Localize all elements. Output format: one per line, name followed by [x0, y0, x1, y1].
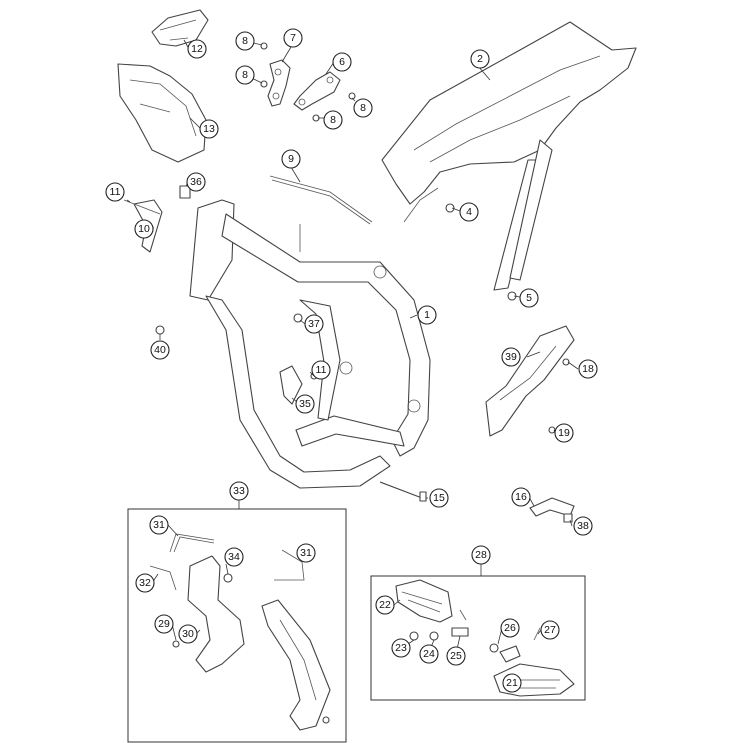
callout-24: 24 — [419, 644, 439, 664]
callout-label: 19 — [558, 427, 570, 439]
callout-label: 40 — [154, 344, 166, 356]
callout-label: 31 — [300, 547, 312, 559]
callout-label: 12 — [191, 43, 203, 55]
callout-label: 33 — [233, 485, 245, 497]
callout-11: 11 — [105, 182, 125, 202]
callout-label: 5 — [526, 292, 532, 304]
callout-label: 29 — [158, 618, 170, 630]
callout-label: 15 — [433, 492, 445, 504]
callout-32: 32 — [135, 573, 155, 593]
callout-label: 21 — [506, 677, 518, 689]
callout-7: 7 — [283, 28, 303, 48]
callout-11: 11 — [311, 360, 331, 380]
callout-8: 8 — [353, 98, 373, 118]
callout-27: 27 — [540, 620, 560, 640]
callout-1: 1 — [417, 305, 437, 325]
part-cover-13 — [117, 63, 207, 163]
callout-31: 31 — [296, 543, 316, 563]
callout-label: 37 — [308, 318, 320, 330]
part-bolts-4-5 — [445, 203, 517, 301]
callout-28: 28 — [471, 545, 491, 565]
callout-2: 2 — [470, 49, 490, 69]
callout-38: 38 — [573, 516, 593, 536]
callout-23: 23 — [391, 638, 411, 658]
callout-16: 16 — [511, 487, 531, 507]
part-main-frame-1 — [189, 199, 431, 489]
callout-label: 28 — [475, 549, 487, 561]
callout-8: 8 — [323, 110, 343, 130]
callout-4: 4 — [459, 202, 479, 222]
callout-label: 10 — [138, 223, 150, 235]
callout-8: 8 — [235, 65, 255, 85]
callout-29: 29 — [154, 614, 174, 634]
group-box-28 — [370, 564, 586, 701]
part-subframe-2 — [381, 21, 637, 291]
callout-label: 8 — [242, 69, 248, 81]
part-bracket-7 — [267, 59, 291, 107]
callout-37: 37 — [304, 314, 324, 334]
callout-30: 30 — [178, 624, 198, 644]
callout-label: 35 — [299, 398, 311, 410]
callout-label: 36 — [190, 176, 202, 188]
callout-label: 27 — [544, 624, 556, 636]
callout-21: 21 — [502, 673, 522, 693]
callout-label: 1 — [424, 309, 430, 321]
part-frame-protectors — [149, 533, 331, 731]
callout-label: 34 — [228, 551, 240, 563]
callout-19: 19 — [554, 423, 574, 443]
callout-35: 35 — [295, 394, 315, 414]
callout-label: 4 — [466, 206, 472, 218]
callout-36: 36 — [186, 172, 206, 192]
callout-label: 8 — [330, 114, 336, 126]
callout-5: 5 — [519, 288, 539, 308]
callout-label: 24 — [423, 648, 435, 660]
part-cable-9 — [269, 175, 373, 225]
part-bracket-39 — [485, 325, 575, 437]
part-clip-36 — [179, 185, 191, 199]
callout-18: 18 — [578, 359, 598, 379]
callout-9: 9 — [281, 149, 301, 169]
callout-label: 31 — [153, 519, 165, 531]
callout-31: 31 — [149, 515, 169, 535]
callout-label: 8 — [360, 102, 366, 114]
callout-22: 22 — [375, 595, 395, 615]
callout-label: 8 — [242, 35, 248, 47]
callout-label: 23 — [395, 642, 407, 654]
callout-34: 34 — [224, 547, 244, 567]
callout-label: 11 — [110, 186, 121, 198]
callout-33: 33 — [229, 481, 249, 501]
callout-label: 2 — [477, 53, 483, 65]
callout-6: 6 — [332, 52, 352, 72]
part-bracket-6 — [293, 71, 341, 111]
callout-label: 7 — [290, 32, 296, 44]
callout-label: 16 — [515, 491, 527, 503]
callout-label: 30 — [182, 628, 194, 640]
part-cover-12 — [151, 9, 209, 47]
callout-label: 9 — [288, 153, 294, 165]
callout-8: 8 — [235, 31, 255, 51]
callout-12: 12 — [187, 39, 207, 59]
part-sensor-16-38 — [529, 497, 575, 523]
callout-26: 26 — [500, 618, 520, 638]
callout-40: 40 — [150, 340, 170, 360]
callout-label: 25 — [450, 650, 462, 662]
callout-label: 11 — [316, 364, 327, 376]
callout-25: 25 — [446, 646, 466, 666]
callout-label: 22 — [379, 599, 391, 611]
callout-label: 6 — [339, 56, 345, 68]
callout-15: 15 — [429, 488, 449, 508]
callout-13: 13 — [199, 119, 219, 139]
callout-label: 13 — [203, 123, 215, 135]
part-bolts-8 — [260, 42, 356, 122]
callout-39: 39 — [501, 347, 521, 367]
part-bolt-15 — [379, 481, 427, 502]
callout-label: 39 — [505, 351, 517, 363]
callout-label: 32 — [139, 577, 151, 589]
group-box-33 — [127, 500, 347, 743]
callout-label: 18 — [582, 363, 594, 375]
callout-label: 38 — [577, 520, 589, 532]
callout-label: 26 — [504, 622, 516, 634]
callout-10: 10 — [134, 219, 154, 239]
